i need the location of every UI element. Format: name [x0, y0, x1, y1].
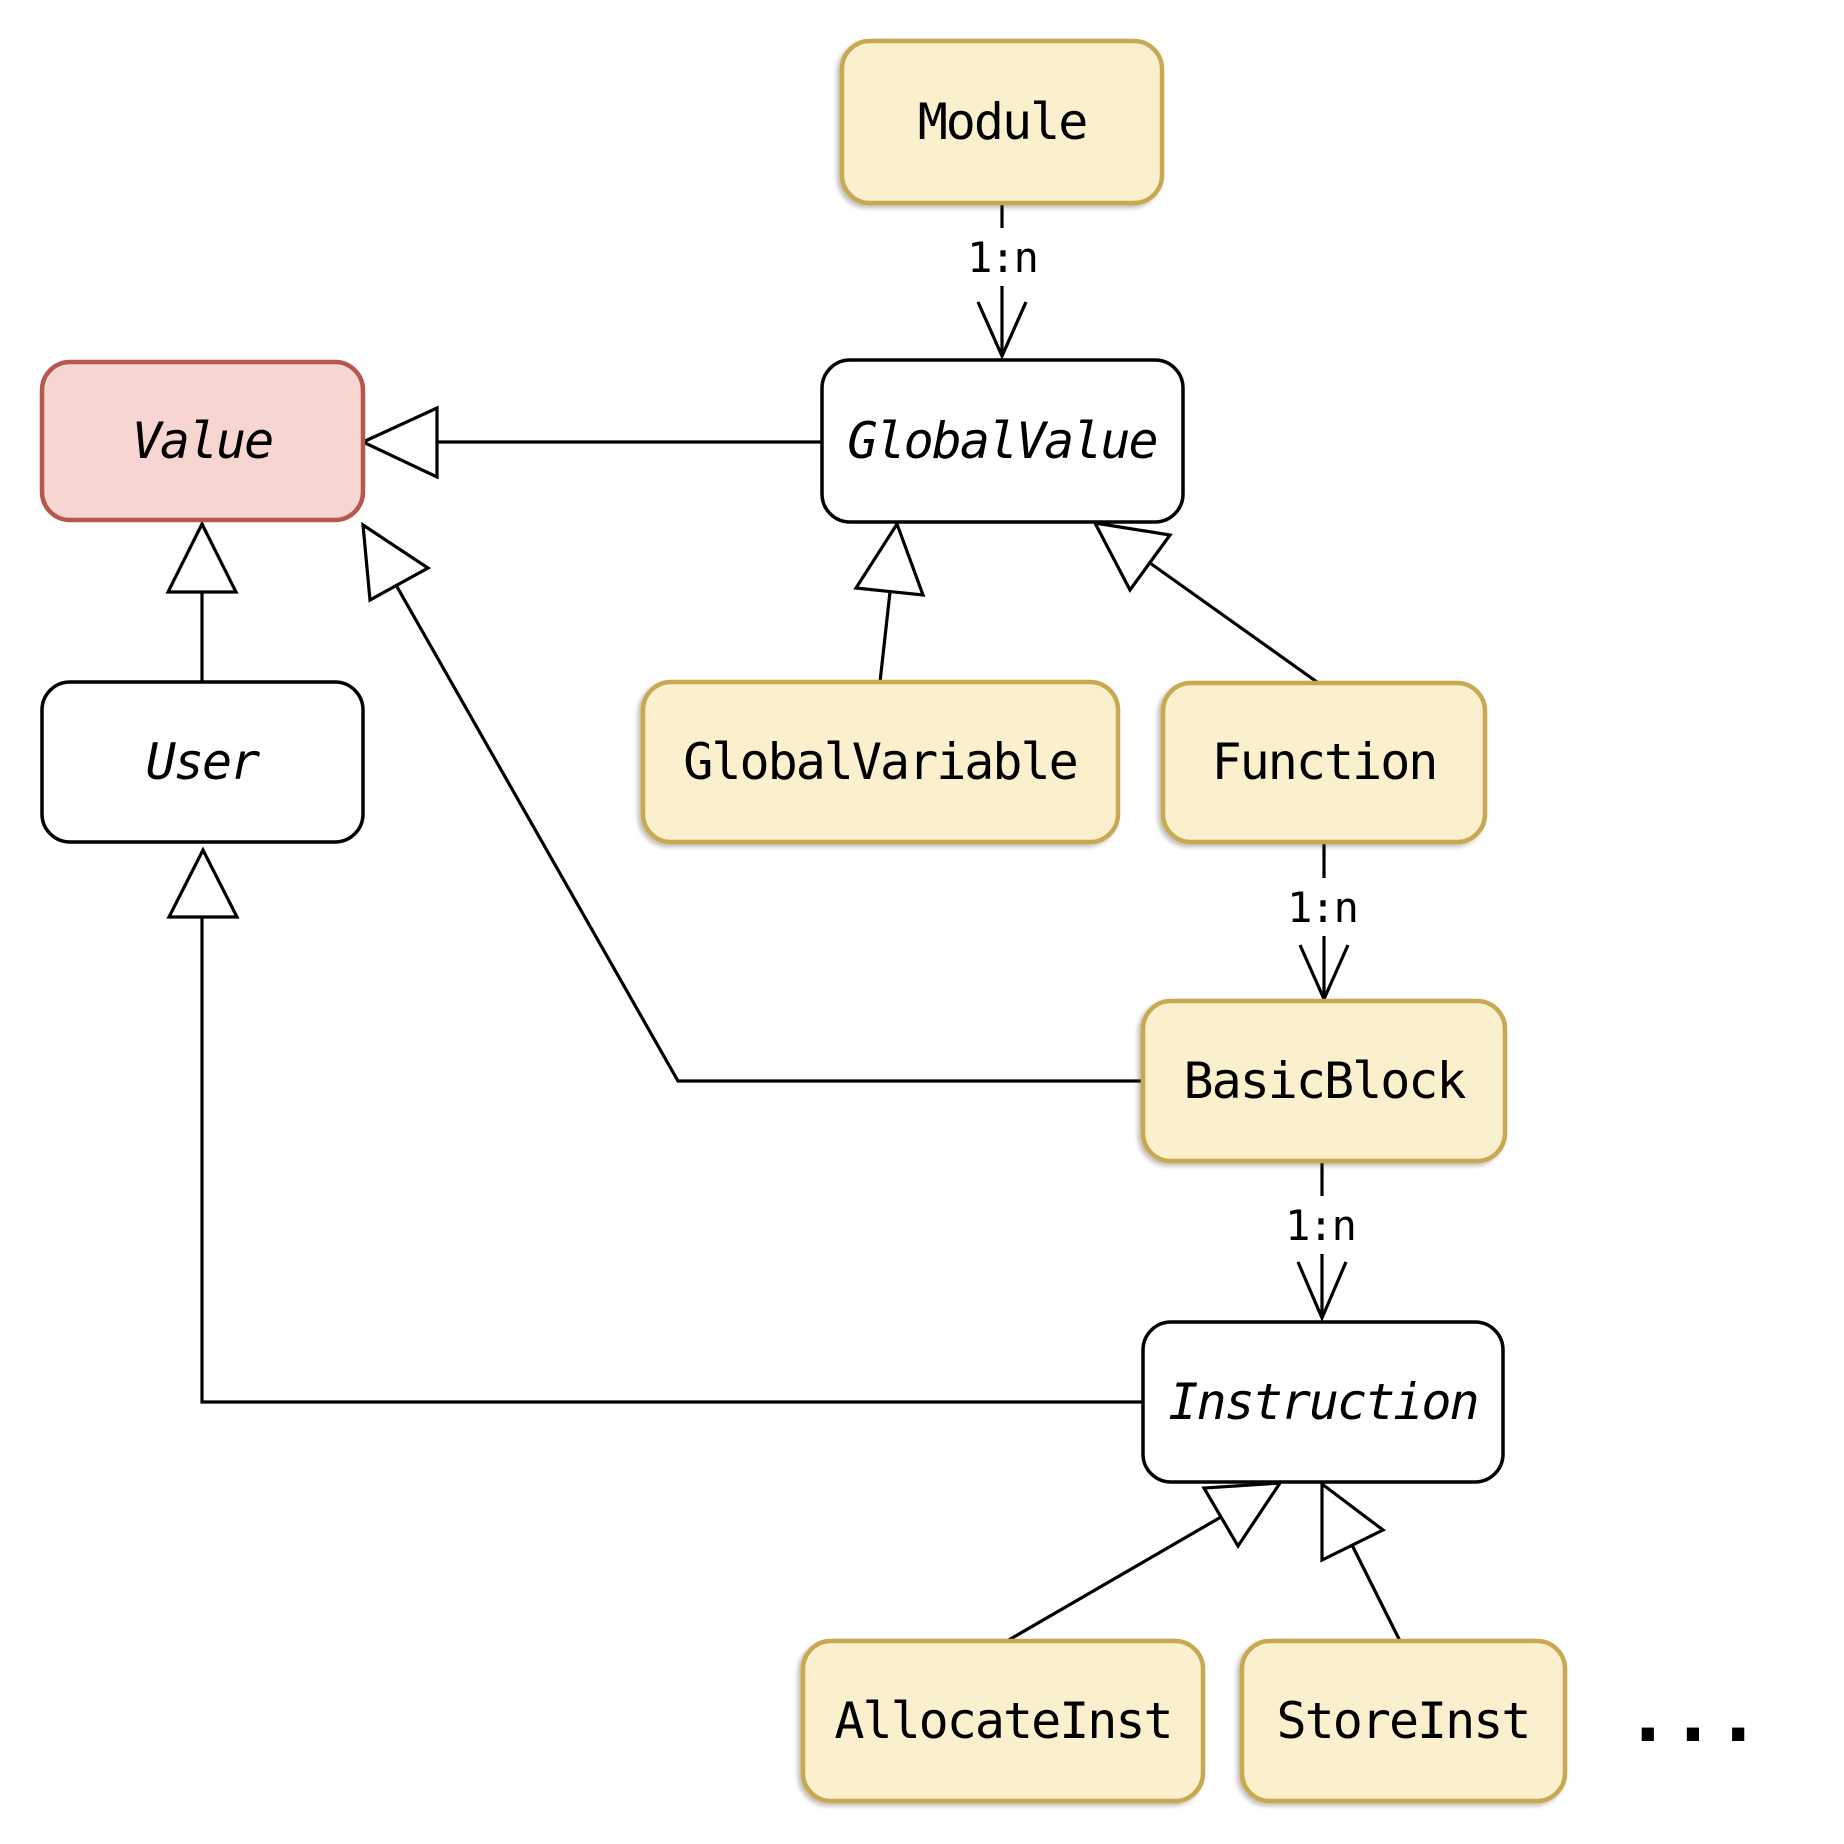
storeinst-label: StoreInst: [1277, 1692, 1530, 1750]
ellipsis-more-subclasses: ...: [1625, 1671, 1760, 1759]
node-user: User: [40, 680, 365, 844]
storeinst-box: [1239, 1638, 1568, 1804]
diagram-edges: [165, 203, 1402, 1643]
edge-label-module-globalvalue: 1:n: [967, 233, 1037, 282]
edge-storeinst-instruction: [1320, 1480, 1402, 1642]
node-instruction: Instruction: [1141, 1320, 1505, 1484]
globalvalue-box: [820, 358, 1185, 524]
user-box: [40, 680, 365, 844]
edge-globalvalue-value: [359, 405, 822, 480]
globalvariable-label: GlobalVariable: [683, 733, 1076, 791]
edge-label-basicblock-instruction: 1:n: [1285, 1201, 1355, 1250]
value-label: Value: [132, 412, 273, 470]
globalvalue-label: GlobalValue: [847, 412, 1156, 470]
node-value: Value: [39, 359, 366, 523]
basicblock-label: BasicBlock: [1183, 1052, 1466, 1110]
label-bg: [1278, 878, 1366, 936]
allocateinst-label: AllocateInst: [834, 1692, 1171, 1750]
node-module: Module: [839, 38, 1165, 206]
node-allocateinst: AllocateInst: [800, 1638, 1206, 1804]
edge-globalvariable-globalvalue: [853, 520, 926, 683]
edge-basicblock-value: [361, 521, 1143, 1083]
allocateinst-box: [800, 1638, 1206, 1804]
function-box: [1160, 680, 1488, 845]
edge-function-globalvalue: [1092, 520, 1318, 684]
module-label: Module: [918, 93, 1087, 151]
function-label: Function: [1212, 733, 1437, 791]
label-bg: [1276, 1196, 1364, 1254]
module-box: [839, 38, 1165, 206]
edge-allocateinst-instruction: [1006, 1481, 1284, 1643]
edge-instruction-user: [166, 846, 1143, 1404]
diagram-nodes: Module GlobalValue Value User GlobalVari…: [39, 38, 1761, 1804]
edge-user-value: [165, 520, 239, 682]
node-storeinst: StoreInst: [1239, 1638, 1568, 1804]
globalvariable-box: [640, 679, 1121, 845]
node-function: Function: [1160, 680, 1488, 845]
node-globalvalue: GlobalValue: [820, 358, 1185, 524]
label-bg: [958, 228, 1046, 286]
edge-labels: 1:n 1:n 1:n: [958, 228, 1366, 1254]
edge-label-function-basicblock: 1:n: [1287, 883, 1357, 932]
instruction-label: Instruction: [1168, 1373, 1477, 1431]
instruction-box: [1141, 1320, 1505, 1484]
node-globalvariable: GlobalVariable: [640, 679, 1121, 845]
node-basicblock: BasicBlock: [1140, 998, 1508, 1164]
basicblock-box: [1140, 998, 1508, 1164]
value-box: [39, 359, 366, 523]
user-label: User: [146, 733, 260, 791]
